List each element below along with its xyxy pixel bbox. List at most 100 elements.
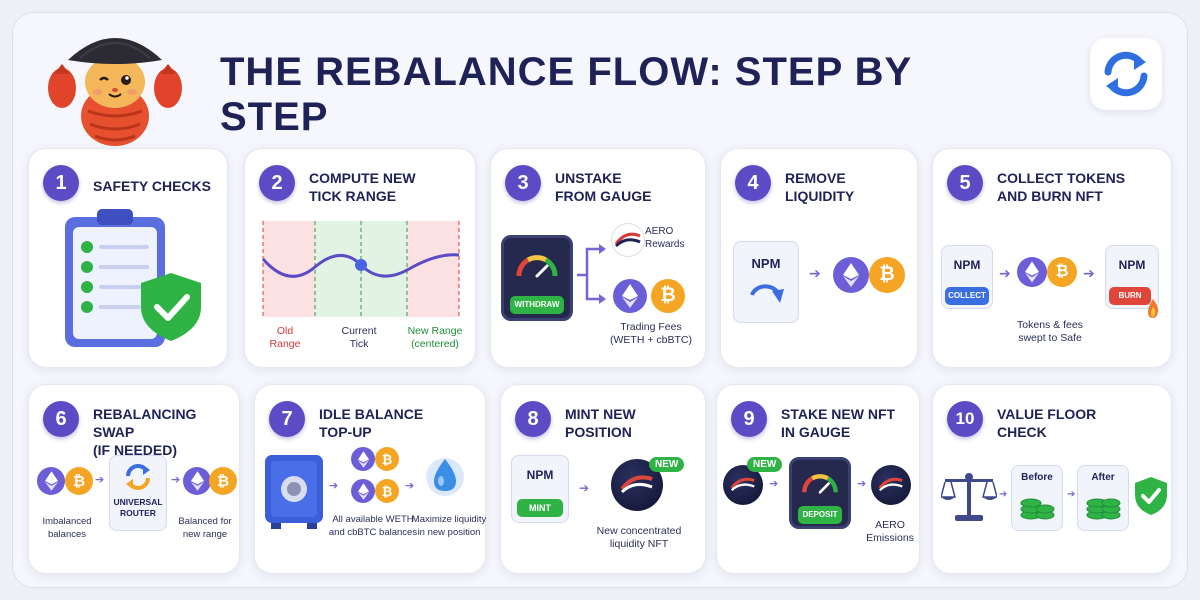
sync-icon [1104,51,1148,97]
bitcoin-icon: ₿ [1047,257,1077,287]
trading-fees-label: Trading Fees(WETH + cbBTC) [610,321,692,346]
aero-token-icon [871,465,911,505]
arrow-icon: ➔ [405,480,415,492]
arrow-icon: ➔ [579,481,590,495]
aero-token-icon [611,223,645,257]
step-number: 8 [515,401,551,437]
lobster-cat-mascot-icon [48,38,182,146]
bitcoin-icon: ₿ [65,467,93,495]
ethereum-icon [37,467,65,495]
new-badge: NEW [649,457,685,472]
step-number: 4 [735,165,771,201]
step-title: REBALANCING SWAP(IF NEEDED) [93,406,197,458]
arrow-icon: ➔ [95,474,105,486]
step-number: 10 [947,401,983,437]
ethereum-icon [1017,257,1047,287]
arrow-icon: ➔ [329,480,339,492]
split-arrow-icon [577,244,606,304]
ethereum-icon [183,467,211,495]
new-range-label: New Range(centered) [407,325,463,350]
gauge-device: WITHDRAW [501,235,573,321]
bitcoin-icon: ₿ [375,479,399,503]
bitcoin-icon: ₿ [375,447,399,471]
flame-icon [1148,299,1159,318]
ethereum-icon [833,257,869,293]
arrow-icon: ➔ [769,478,779,490]
new-badge: NEW [747,457,783,472]
npm-box: NPM [733,241,799,323]
step-number: 5 [947,165,983,201]
arrow-icon: ➔ [1067,489,1076,500]
step-number: 6 [43,401,79,437]
step-number: 9 [731,401,767,437]
page-title: THE REBALANCE FLOW: STEP BY STEP [220,50,912,139]
arrow-icon: ➔ [857,478,867,490]
swap-icon [126,464,150,490]
gauge-icon [516,255,558,278]
check-shield-icon [1135,477,1167,515]
step-number: 2 [259,165,295,201]
coin-stack-icon [1020,498,1055,520]
bitcoin-icon: ₿ [869,257,905,293]
ethereum-icon [351,447,375,471]
curved-arrow-icon [750,284,784,303]
checklist-clipboard-icon [65,209,201,347]
bitcoin-icon: ₿ [651,279,685,313]
withdraw-button: WITHDRAW [510,296,564,314]
liquidity-drop-icon [426,458,464,496]
step-number: 7 [269,401,305,437]
tick-range-chart [261,221,460,317]
ethereum-icon [351,479,375,503]
sync-button [1090,38,1162,110]
step-number: 3 [505,165,541,201]
arrow-icon: ➔ [999,489,1008,500]
balance-scale-icon [941,473,997,521]
bitcoin-icon: ₿ [209,467,237,495]
after-box: After [1077,465,1129,531]
coin-stack-icon [1086,498,1121,520]
mint-button: MINT [517,499,563,517]
before-box: Before [1011,465,1063,531]
step-6-card: 6 REBALANCING SWAP(IF NEEDED) ₿ ➔ UNIVER… [28,384,240,574]
deposit-button: DEPOSIT [798,506,842,524]
arrow-icon: ➔ [1083,265,1095,281]
arrow-icon: ➔ [999,265,1011,281]
gauge-device: DEPOSIT [789,457,851,529]
step-number: 1 [43,165,79,201]
gauge-icon [802,474,838,494]
burn-button: BURN [1109,287,1151,305]
ethereum-icon [613,279,647,313]
step-title: SAFETY CHECKS [93,178,211,194]
safe-vault-icon [265,455,323,529]
arrow-icon: ➔ [809,265,821,281]
arrow-icon: ➔ [171,474,181,486]
collect-button: COLLECT [945,287,989,305]
